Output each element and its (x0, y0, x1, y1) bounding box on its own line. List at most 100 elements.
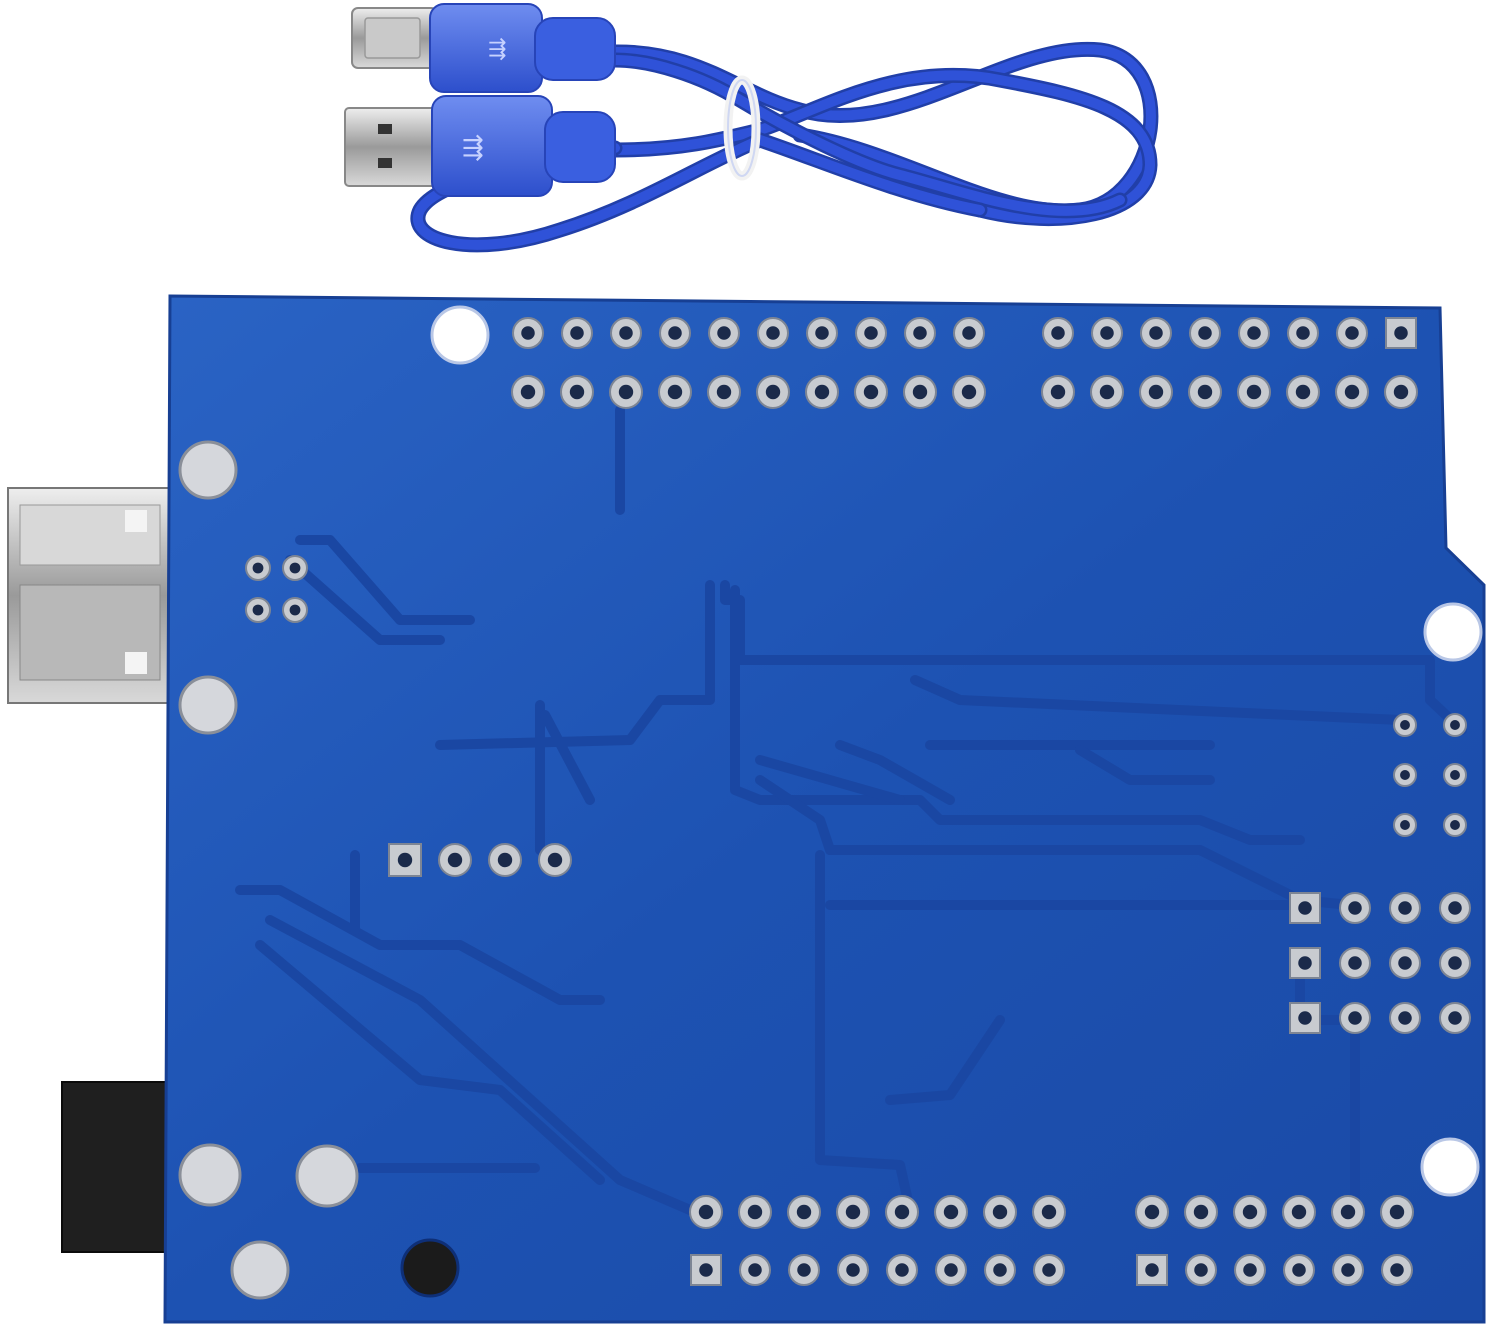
through-hole-pad (1286, 375, 1320, 409)
through-hole-pad (1090, 375, 1124, 409)
square-pad (1289, 1002, 1321, 1034)
through-hole-pad (1439, 892, 1471, 924)
through-hole-pad (1331, 1195, 1365, 1229)
through-hole-pad (1393, 763, 1417, 787)
square-pad (1136, 1254, 1168, 1286)
through-hole-pad (1439, 947, 1471, 979)
through-hole-pad (837, 1254, 869, 1286)
through-hole-pad (983, 1195, 1017, 1229)
through-hole-pad (1380, 1195, 1414, 1229)
cable-segment-highlight (755, 135, 985, 215)
through-hole-pad (1287, 317, 1319, 349)
dc-barrel-jack (61, 1081, 171, 1253)
svg-text:⇶: ⇶ (462, 133, 484, 163)
square-pad (1289, 892, 1321, 924)
through-hole-pad (610, 317, 642, 349)
through-hole-pad (952, 375, 986, 409)
through-hole-pad (1032, 1195, 1066, 1229)
through-hole-pad (836, 1195, 870, 1229)
through-hole-pad (1237, 375, 1271, 409)
through-hole-pad (708, 317, 740, 349)
svg-text:⇶: ⇶ (488, 37, 506, 62)
through-hole-pad (935, 1254, 967, 1286)
through-hole-pad (1443, 813, 1467, 837)
through-hole-pad (1282, 1195, 1316, 1229)
through-hole-pad (282, 555, 308, 581)
through-hole-pad (934, 1195, 968, 1229)
through-hole-pad (707, 375, 741, 409)
through-hole-pad (1233, 1195, 1267, 1229)
header-pins (245, 317, 1471, 1286)
through-hole-pad (1042, 317, 1074, 349)
through-hole-pad (1238, 317, 1270, 349)
through-hole-pad (1091, 317, 1123, 349)
through-hole-pad (561, 317, 593, 349)
cable-segment-highlight (610, 55, 1125, 216)
through-hole-pad (855, 317, 887, 349)
through-hole-pad (245, 597, 271, 623)
square-pad (1289, 947, 1321, 979)
usb-cable: ⇶ ⇶ (344, 3, 1159, 253)
through-hole-pad (1283, 1254, 1315, 1286)
large-mounting-pads (178, 440, 359, 1300)
through-hole-pad (538, 843, 572, 877)
through-hole-pad (1234, 1254, 1266, 1286)
through-hole-pad (1389, 1002, 1421, 1034)
through-hole-pad (885, 1195, 919, 1229)
through-hole-pad (1389, 892, 1421, 924)
through-hole-pad (1384, 375, 1418, 409)
through-hole-pad (1339, 892, 1371, 924)
through-hole-pad (984, 1254, 1016, 1286)
through-hole-pad (805, 375, 839, 409)
through-hole-pad (1339, 1002, 1371, 1034)
circuit-board (7, 294, 1486, 1324)
through-hole-pad (511, 375, 545, 409)
square-pad (1385, 317, 1417, 349)
through-hole-pad (1332, 1254, 1364, 1286)
through-hole-pad (1033, 1254, 1065, 1286)
through-hole-pad (659, 317, 691, 349)
square-pad (388, 843, 422, 877)
cable-segment-highlight (610, 70, 1156, 224)
through-hole-pad (806, 317, 838, 349)
through-hole-pad (1439, 1002, 1471, 1034)
through-hole-pad (560, 375, 594, 409)
through-hole-pad (1189, 317, 1221, 349)
cable-tie-icon (723, 75, 761, 181)
through-hole-pad (689, 1195, 723, 1229)
through-hole-pad (886, 1254, 918, 1286)
through-hole-pad (488, 843, 522, 877)
through-hole-pad (1335, 375, 1369, 409)
through-hole-pad (738, 1195, 772, 1229)
through-hole-pad (1041, 375, 1075, 409)
through-hole-pad (953, 317, 985, 349)
through-hole-pad (1135, 1195, 1169, 1229)
through-hole-pad (1336, 317, 1368, 349)
through-hole-pad (1184, 1195, 1218, 1229)
through-hole-pad (1185, 1254, 1217, 1286)
through-hole-pad (1443, 713, 1467, 737)
through-hole-pad (1393, 713, 1417, 737)
through-hole-pad (854, 375, 888, 409)
through-hole-pad (787, 1195, 821, 1229)
through-hole-pad (1443, 763, 1467, 787)
through-hole-pad (1139, 375, 1173, 409)
usb-a-plug-icon: ⇶ (344, 95, 616, 197)
through-hole-pad (245, 555, 271, 581)
through-hole-pad (438, 843, 472, 877)
through-hole-pad (658, 375, 692, 409)
through-hole-pad (282, 597, 308, 623)
through-hole-pad (1339, 947, 1371, 979)
usb-b-port (7, 487, 174, 704)
through-hole-pad (1381, 1254, 1413, 1286)
through-hole-pad (739, 1254, 771, 1286)
through-hole-pad (757, 317, 789, 349)
through-hole-pad (788, 1254, 820, 1286)
through-hole-pad (1393, 813, 1417, 837)
mounting-holes (400, 305, 1483, 1298)
through-hole-pad (1188, 375, 1222, 409)
through-hole-pad (1389, 947, 1421, 979)
through-hole-pad (512, 317, 544, 349)
usb-b-plug-icon: ⇶ (351, 3, 616, 93)
